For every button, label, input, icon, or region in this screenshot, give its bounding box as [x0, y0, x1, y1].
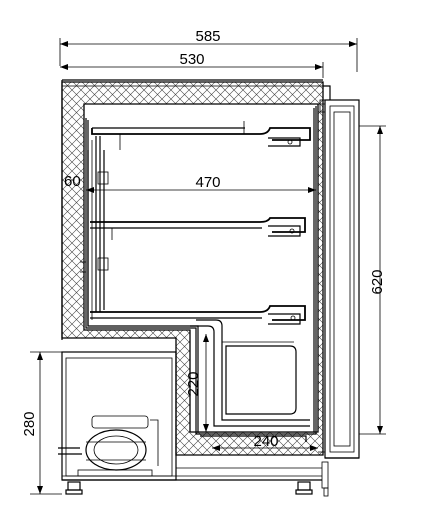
label-step-height: 220	[185, 371, 202, 396]
inner-cavity	[85, 106, 317, 435]
label-inner-depth: 470	[195, 174, 220, 191]
shelf-middle	[90, 217, 306, 240]
dimension-inner-depth: 470	[86, 174, 316, 193]
label-overall-depth: 585	[195, 28, 220, 45]
dimension-overall-depth: 585	[59, 28, 358, 72]
evaporator-box	[222, 341, 297, 415]
label-door-height: 620	[369, 269, 386, 294]
shelf-top	[91, 121, 311, 150]
dimension-door-height: 620	[359, 125, 386, 435]
compressor	[58, 415, 159, 477]
dimension-rear-offset: 60	[64, 173, 81, 190]
feet	[65, 461, 329, 497]
dimension-cabinet-depth: 530	[60, 51, 324, 78]
door	[318, 85, 360, 459]
shelf-rails	[80, 136, 109, 326]
label-floor-depth: 240	[253, 433, 278, 450]
dimension-floor-depth: 240	[212, 433, 318, 451]
drain-piping	[190, 319, 310, 442]
shelf-bottom	[90, 305, 306, 325]
dimension-step-height: 220	[185, 334, 209, 432]
dimension-compressor-height: 280	[21, 351, 62, 495]
label-cabinet-depth: 530	[179, 51, 204, 68]
label-compressor-height: 280	[21, 411, 38, 436]
label-rear-offset: 60	[64, 173, 81, 190]
